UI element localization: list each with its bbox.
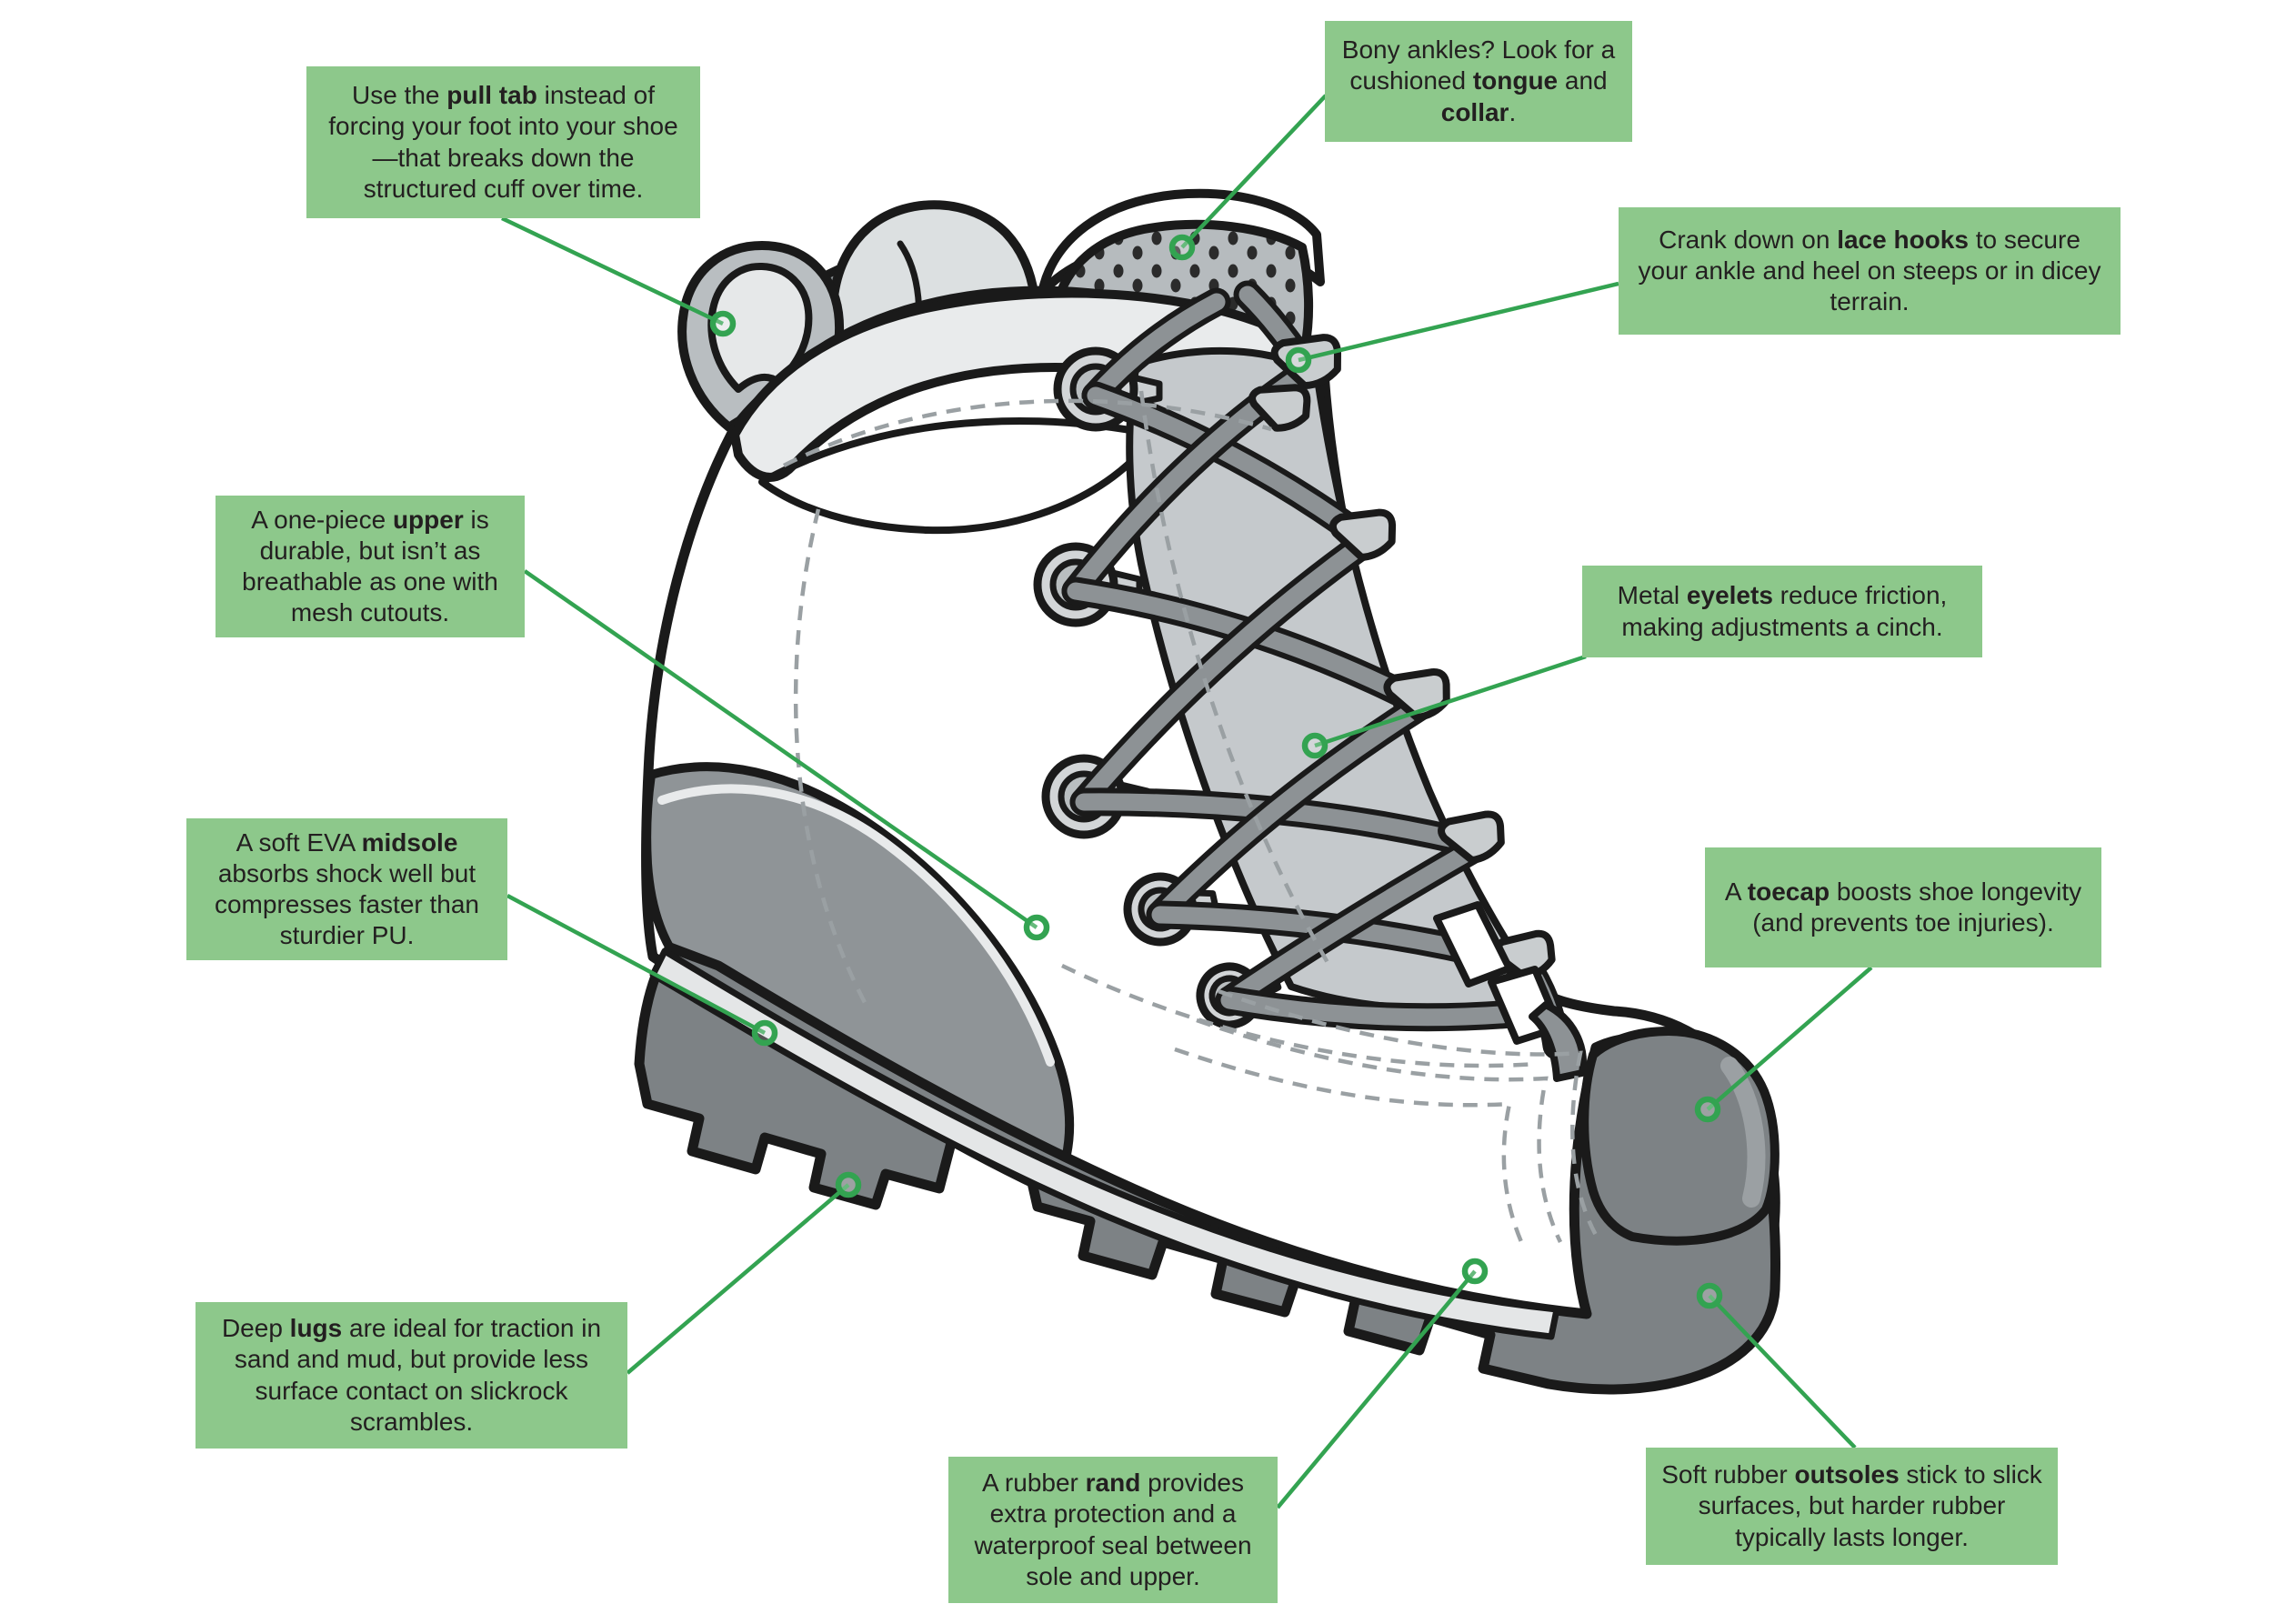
callout-pull-tab-text: Use the pull tab instead of forcing your…	[328, 81, 678, 203]
stitching	[782, 390, 1599, 1245]
callout-outsoles-text: Soft rubber outsoles stick to slick surf…	[1661, 1460, 2042, 1551]
callout-tongue-collar-text: Bony ankles? Look for a cushioned tongue…	[1341, 35, 1616, 126]
cuff-yoke-line	[758, 417, 1161, 535]
callout-rand-text: A rubber rand provides extra protection …	[974, 1469, 1252, 1590]
callout-eyelets-text: Metal eyelets reduce friction, making ad…	[1617, 581, 1948, 641]
marker-pull-tab	[709, 310, 737, 337]
marker-eyelets	[1301, 732, 1328, 759]
marker-lugs	[835, 1171, 862, 1198]
marker-lace-hooks	[1285, 346, 1312, 374]
callout-toecap-text: A toecap boosts shoe longevity (and prev…	[1724, 877, 2082, 937]
toecap	[1579, 1027, 1780, 1246]
leader-line-lugs	[626, 1183, 850, 1375]
callout-lace-hooks: Crank down on lace hooks to secure your …	[1619, 207, 2121, 335]
callout-midsole-text: A soft EVA midsole absorbs shock well bu…	[214, 827, 480, 950]
leader-line-upper	[523, 569, 1038, 929]
callout-lugs-text: Deep lugs are ideal for traction in sand…	[221, 1314, 602, 1436]
callout-eyelets: Metal eyelets reduce friction, making ad…	[1582, 566, 1982, 657]
leader-line-eyelets	[1314, 654, 1587, 748]
callout-lace-hooks-text: Crank down on lace hooks to secure your …	[1638, 225, 2101, 316]
leader-line-toecap	[1706, 966, 1873, 1111]
leader-markers	[709, 234, 1723, 1309]
leader-line-rand	[1276, 1269, 1477, 1509]
marker-upper	[1023, 914, 1050, 941]
lace-hooks	[1248, 334, 1556, 981]
callout-toecap: A toecap boosts shoe longevity (and prev…	[1705, 847, 2101, 967]
laces	[1061, 280, 1571, 1060]
leader-line-pull-tab	[501, 216, 724, 326]
leader-line-midsole	[506, 894, 767, 1035]
leader-line-tongue-collar	[1180, 94, 1328, 249]
marker-rand	[1461, 1258, 1489, 1285]
callout-rand: A rubber rand provides extra protection …	[948, 1457, 1278, 1603]
callout-lugs: Deep lugs are ideal for traction in sand…	[196, 1302, 627, 1449]
marker-midsole	[751, 1019, 778, 1047]
leader-line-outsoles	[1708, 1294, 1857, 1449]
vamp-straps	[1433, 901, 1587, 1082]
leader-lines	[501, 94, 1873, 1509]
callout-upper: A one-piece upper is durable, but isn’t …	[216, 496, 525, 637]
marker-toecap	[1694, 1096, 1721, 1123]
marker-tongue-collar	[1168, 234, 1196, 261]
rand	[649, 947, 1560, 1340]
callout-tongue-collar: Bony ankles? Look for a cushioned tongue…	[1325, 21, 1632, 142]
callout-midsole: A soft EVA midsole absorbs shock well bu…	[186, 818, 507, 960]
callout-outsoles: Soft rubber outsoles stick to slick surf…	[1646, 1448, 2058, 1565]
marker-outsoles	[1696, 1282, 1723, 1309]
leader-line-lace-hooks	[1298, 281, 1619, 363]
callout-pull-tab: Use the pull tab instead of forcing your…	[306, 66, 700, 218]
callout-upper-text: A one-piece upper is durable, but isn’t …	[242, 505, 498, 627]
